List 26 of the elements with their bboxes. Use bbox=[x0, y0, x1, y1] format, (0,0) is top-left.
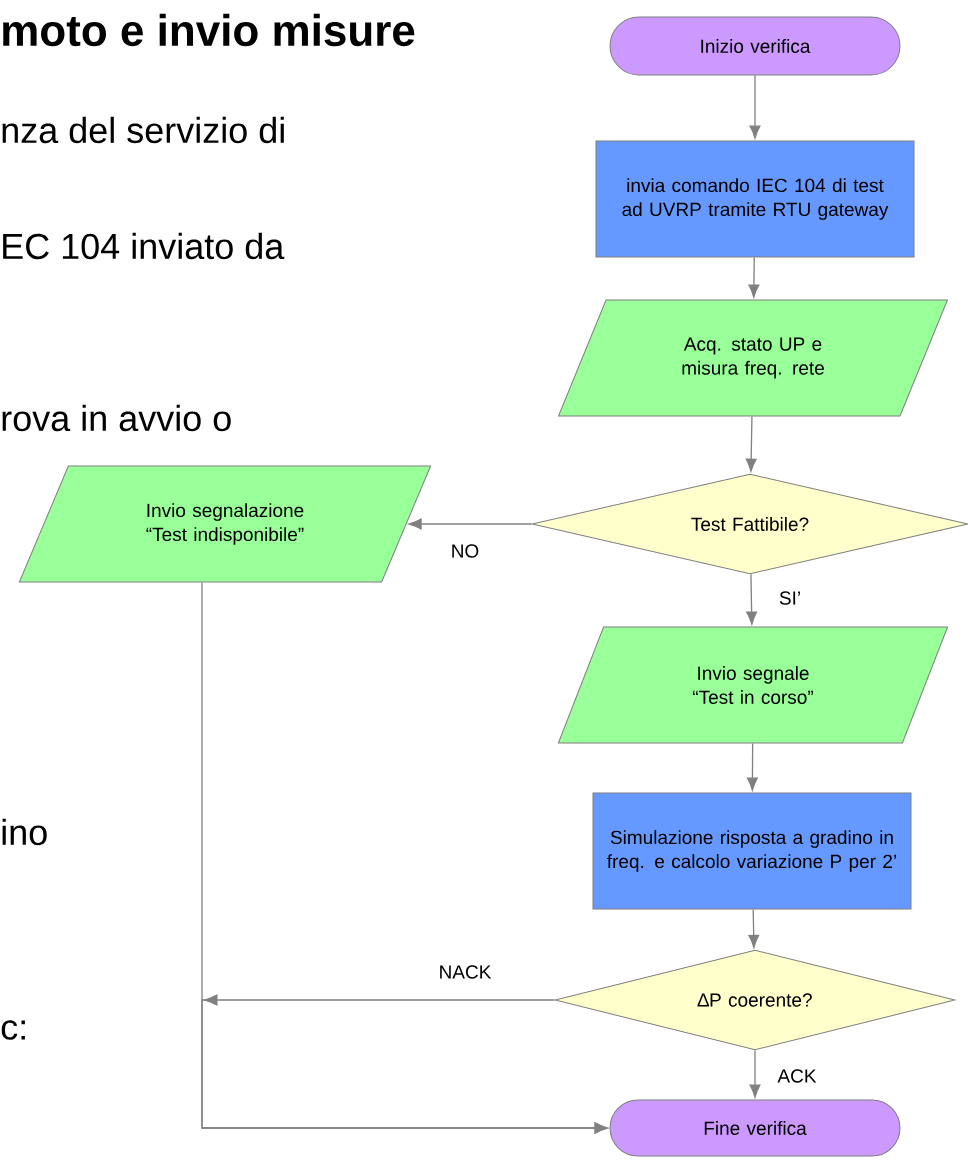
arrow bbox=[749, 74, 761, 139]
arrow bbox=[408, 518, 533, 530]
arrow bbox=[746, 742, 758, 791]
body-text: EC 104 inviato da bbox=[3, 232, 285, 260]
process-box: invia comando IEC 104 di test ad UVRP tramite RTU gateway bbox=[595, 140, 915, 258]
parallelogram-box: Invio segnale “Test in corso” bbox=[557, 626, 949, 744]
arrow bbox=[748, 908, 760, 948]
arrow bbox=[745, 415, 757, 472]
edge-label: NACK bbox=[437, 964, 493, 980]
edge-label: ACK bbox=[776, 1068, 818, 1084]
parallelogram-box: Acq. stato UP e misura freq. rete bbox=[558, 299, 948, 417]
process-box: Simulazione risposta a gradino in freq. e calcolo variazione P per 2’ bbox=[592, 792, 912, 910]
body-text: rova in avvio o bbox=[2, 404, 231, 432]
arrow bbox=[748, 256, 760, 298]
arrow bbox=[749, 1049, 761, 1098]
terminal-box: Inizio verifica bbox=[609, 16, 901, 76]
edge-label: SI’ bbox=[777, 590, 803, 606]
edge-label: NO bbox=[449, 543, 481, 559]
body-text: c: bbox=[1, 1020, 25, 1040]
parallelogram-box: Invio segnalazione “Test indisponibile” bbox=[18, 465, 432, 583]
terminal-box: Fine verifica bbox=[609, 1099, 901, 1157]
body-text: nza del servizio di bbox=[2, 116, 284, 144]
arrow bbox=[201, 581, 608, 1134]
title: moto e invio misure bbox=[3, 13, 415, 47]
arrow bbox=[746, 573, 758, 625]
body-text: ino bbox=[2, 818, 47, 846]
